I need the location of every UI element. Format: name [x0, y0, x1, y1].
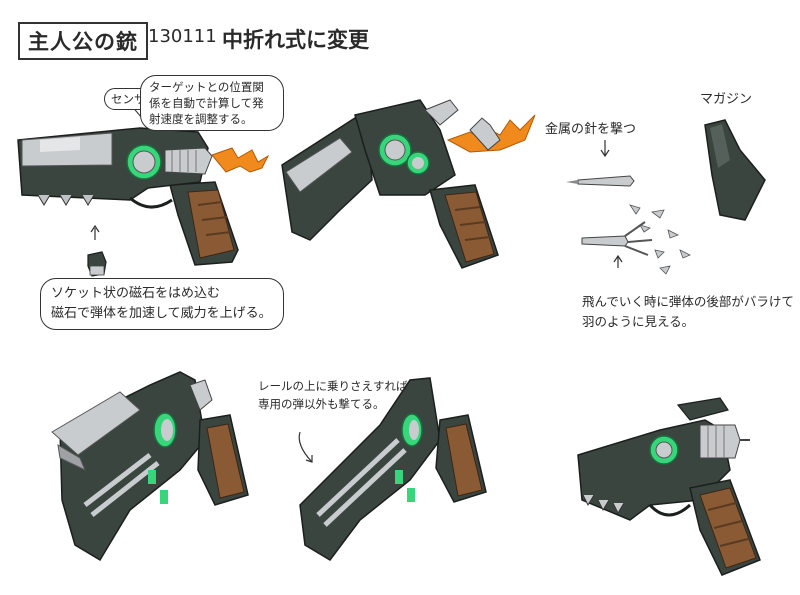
feathered-projectile — [581, 204, 691, 275]
magnet-socket-part — [87, 224, 107, 277]
needle-label: 金属の針を撃つ — [545, 122, 637, 137]
feather-note-line1: 飛んでいく時に弾体の後部がバラけて — [582, 294, 794, 309]
sheet-title: 主人公の銃 — [18, 22, 148, 60]
gun-break-open-view — [281, 99, 536, 269]
magnet-callout-line1: ソケット状の磁石をはめ込む — [51, 286, 221, 301]
sensor-info-callout: ターゲットとの位置関係を自動で計算して発射速度を調整する。 — [140, 75, 284, 131]
gun-open-rail-view-right — [298, 377, 487, 561]
feather-note: 飛んでいく時に弾体の後部がバラけて 羽のように見える。 — [582, 292, 794, 332]
rail-note-line2: 専用の弾以外も撃てる。 — [258, 397, 385, 411]
magazine-part — [704, 119, 766, 221]
magazine-label: マガジン — [700, 92, 753, 107]
rail-note-line1: レールの上に乗りさえすれば — [258, 379, 408, 393]
sheet-subtitle: 中折れ式に変更 — [222, 28, 369, 52]
gun-open-rail-view-left — [51, 371, 249, 562]
magnet-callout-line2: 磁石で弾体を加速して威力を上げる。 — [51, 306, 272, 321]
gun-side-view — [17, 122, 270, 266]
needle-projectile — [566, 140, 635, 187]
magnet-callout: ソケット状の磁石をはめ込む 磁石で弾体を加速して威力を上げる。 — [40, 278, 284, 330]
feather-note-line2: 羽のように見える。 — [582, 314, 695, 329]
rail-note: レールの上に乗りさえすれば 専用の弾以外も撃てる。 — [258, 377, 408, 413]
sheet-date: 130111 — [148, 26, 217, 47]
gun-three-quarter-view — [577, 397, 761, 576]
